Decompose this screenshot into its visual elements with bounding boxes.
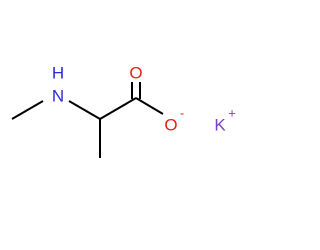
nitrogen-label: N <box>52 87 64 106</box>
nitrogen-hydrogen-label: H <box>52 64 64 83</box>
bond-alpha-carbon-carboxyl <box>99 97 137 120</box>
potassium-ion: K + <box>214 106 235 135</box>
potassium-label: K <box>214 116 226 135</box>
negative-charge-label: - <box>180 106 184 121</box>
structure-diagram: H N O O - K + <box>11 64 236 158</box>
nh-group: H N <box>52 64 64 106</box>
bond-carboxyl-o-minus <box>135 97 164 115</box>
bonds <box>11 82 164 158</box>
positive-charge-label: + <box>228 106 236 121</box>
carboxylate-oxygen: O - <box>164 106 184 135</box>
anionic-oxygen-label: O <box>164 116 177 135</box>
bond-methyl-n <box>11 100 44 120</box>
bond-n-alpha-carbon <box>68 100 101 120</box>
carbonyl-oxygen-label: O <box>129 64 142 83</box>
